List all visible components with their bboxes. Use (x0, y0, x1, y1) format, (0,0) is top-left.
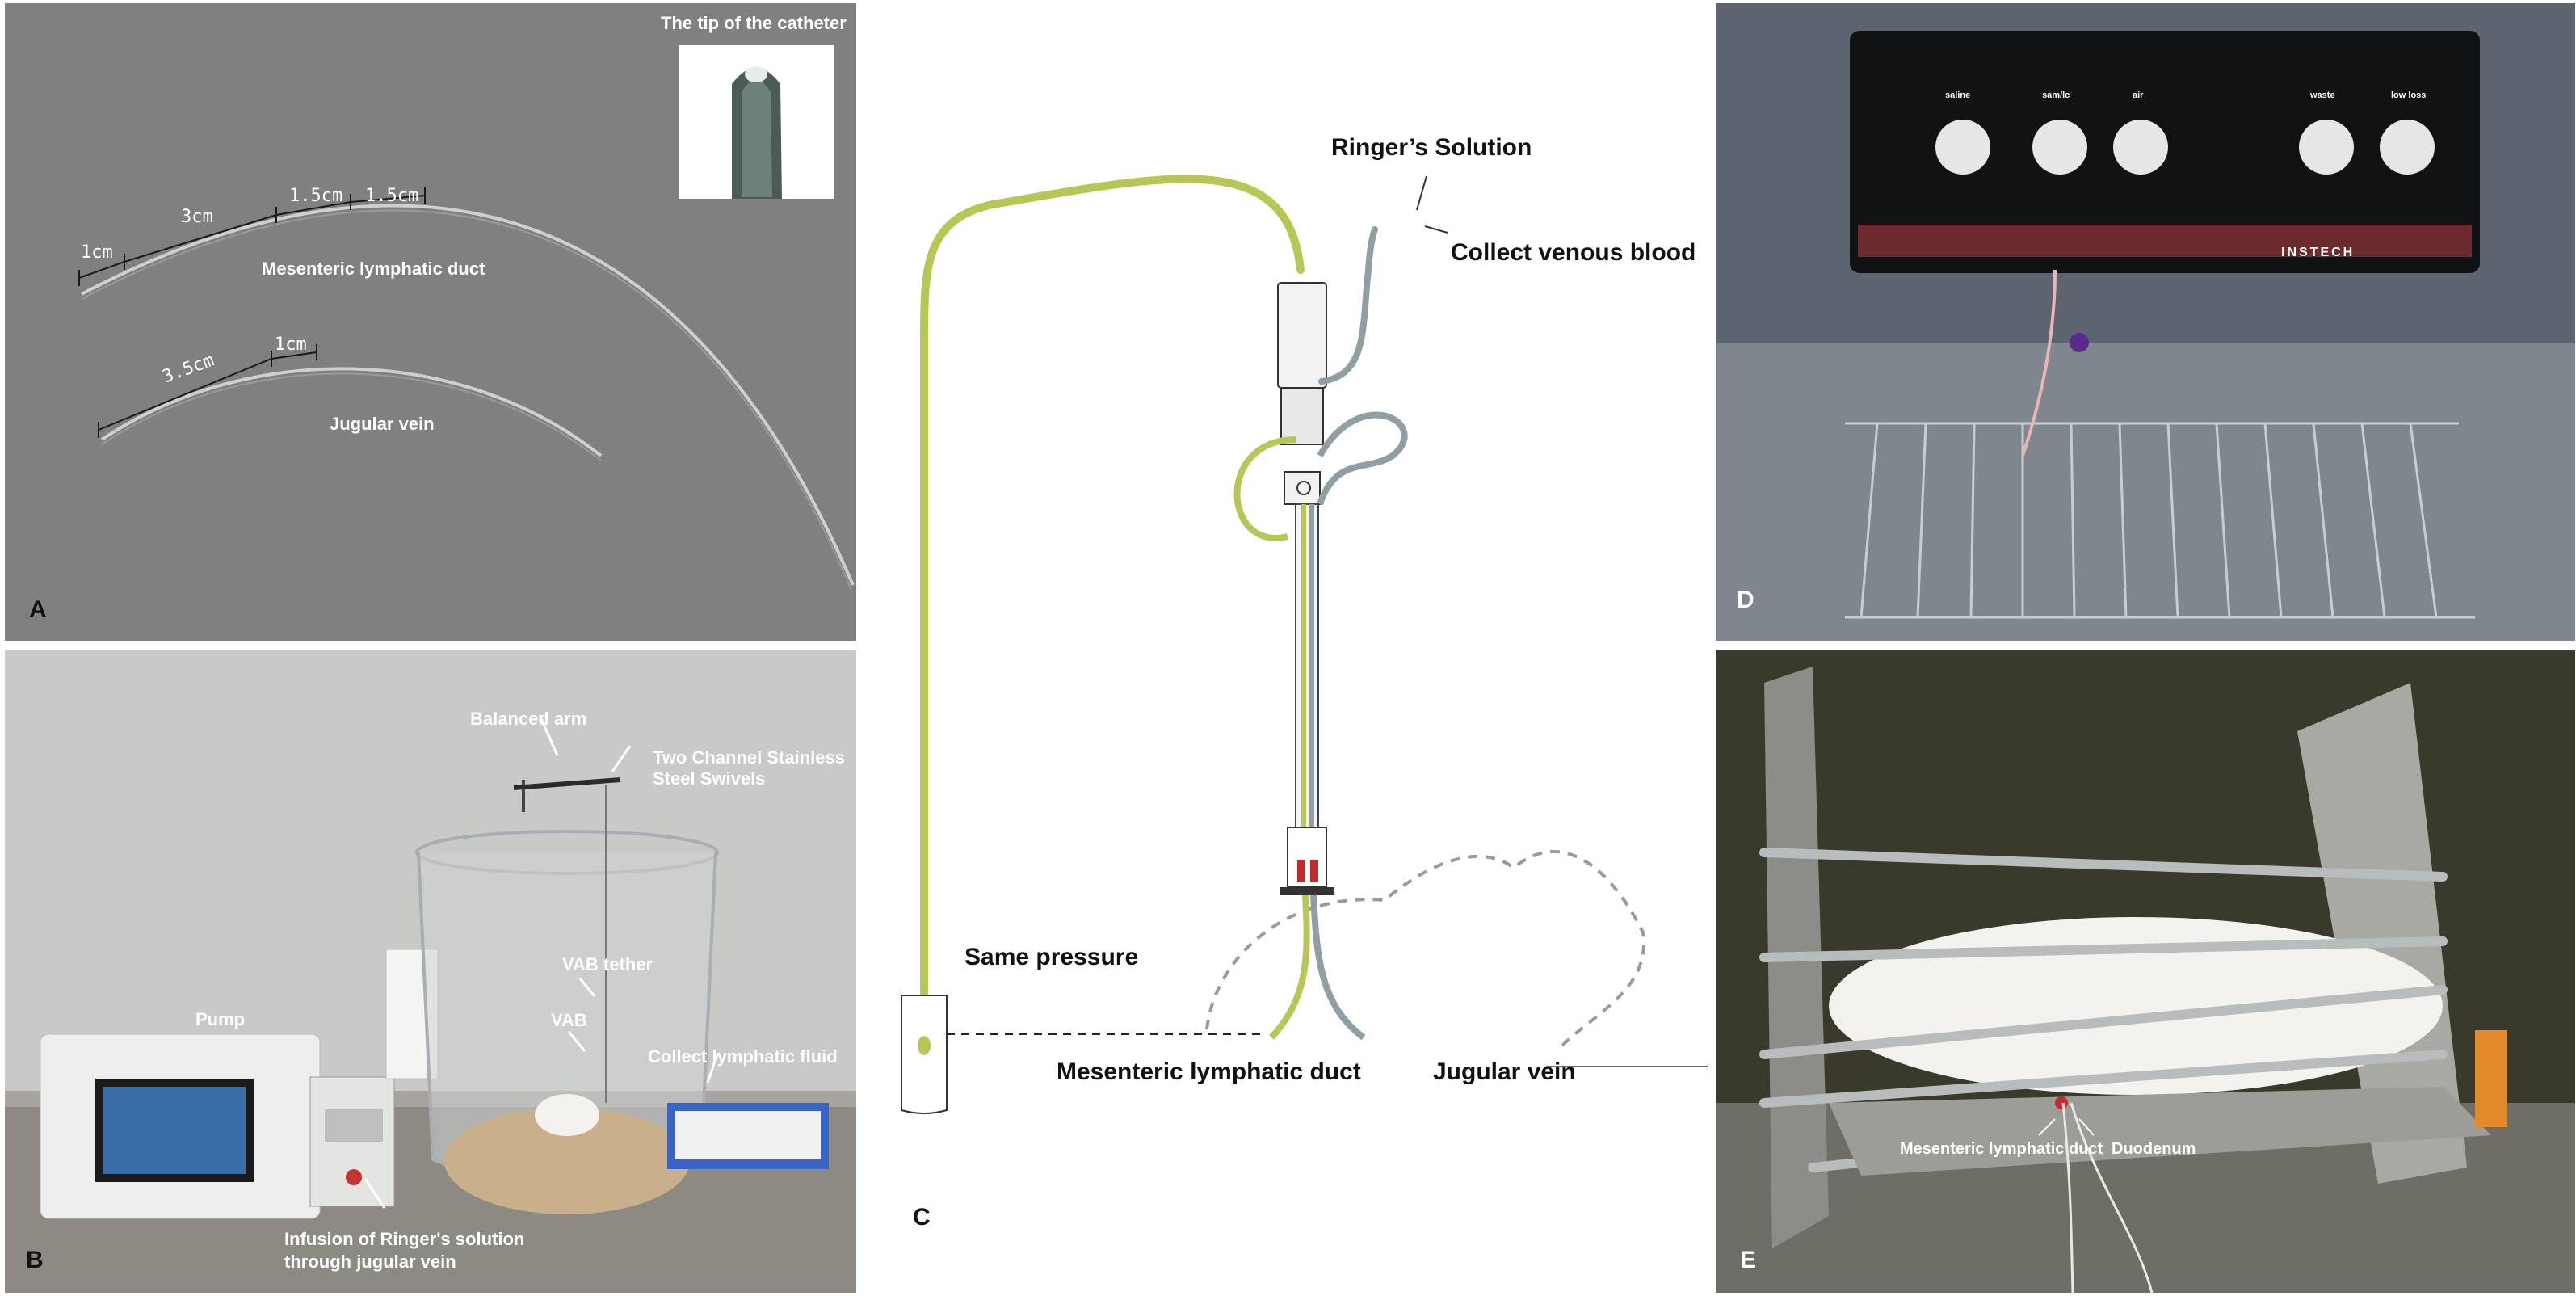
panel-c: Ringer’s Solution Collect venous blood S… (868, 3, 1708, 1293)
segment-1-5cm-label: 1.5cm (365, 186, 419, 206)
vein-catheter (100, 367, 603, 457)
pump-head (2113, 120, 2168, 175)
port-label: waste (2310, 90, 2335, 100)
swivel-body (1277, 282, 1327, 389)
swivels-label-line2: Steel Swivels (653, 768, 766, 789)
vab-tether-label: VAB tether (562, 954, 653, 974)
vab-port (1287, 827, 1327, 888)
panel-a: The tip of the catheter 1cm 3cm 1.5cm 1.… (5, 3, 856, 641)
panel-b: Balanced arm Two Channel Stainless Steel… (5, 650, 856, 1293)
rat-body (1829, 917, 2443, 1095)
panel-letter: B (26, 1247, 44, 1273)
swivels-label-line1: Two Channel Stainless (653, 747, 845, 768)
segment-1cm-label: 1cm (81, 242, 113, 263)
vab-label: VAB (551, 1010, 587, 1030)
ringers-solution-label: Ringer’s Solution (1331, 134, 1532, 161)
collect-lymph-label: Collect lymphatic fluid (648, 1046, 838, 1067)
port-label: low loss (2391, 90, 2427, 100)
inset-title: The tip of the catheter (661, 13, 847, 33)
setup-photo (5, 714, 856, 1293)
catheter-drawing (78, 45, 855, 591)
collect-venous-blood-label: Collect venous blood (1451, 239, 1696, 266)
duodenum-label: Duodenum (2112, 1140, 2196, 1158)
infusion-label-line1: Infusion of Ringer's solution (284, 1229, 525, 1249)
pump-head (2299, 120, 2354, 175)
panel-letter: E (1740, 1247, 1757, 1273)
schematic-diagram (901, 175, 1708, 1114)
mesenteric-lymphatic-duct-label: Mesenteric lymphatic duct (1900, 1140, 2103, 1158)
port-label: saline (1945, 90, 1971, 100)
panel-letter: A (29, 596, 47, 623)
panel-letter: C (913, 1204, 931, 1231)
segment-1-5cm-label: 1.5cm (289, 186, 343, 206)
port-label: sam/lc (2042, 90, 2070, 100)
mesenteric-lymphatic-duct-label: Mesenteric lymphatic duct (1057, 1058, 1361, 1085)
segment-3cm-label: 3cm (181, 207, 213, 227)
restrainer-photo (1716, 650, 2575, 1293)
same-pressure-label: Same pressure (964, 944, 1139, 970)
tether-rod (1295, 503, 1319, 828)
jugular-vein-label: Jugular vein (1433, 1058, 1576, 1085)
pump-head (2380, 120, 2435, 175)
panel-e: Mesenteric lymphatic duct Duodenum E (1716, 650, 2575, 1293)
pump-head (2032, 120, 2087, 175)
brand-label: INSTECH (2281, 246, 2355, 259)
segment-1cm-label: 1cm (275, 335, 307, 355)
balanced-arm-label: Balanced arm (470, 709, 587, 729)
rat-outline (1205, 850, 1645, 1047)
vein-catheter-label: Jugular vein (330, 414, 435, 434)
balanced-arm (513, 777, 621, 790)
pump-label: Pump (195, 1009, 246, 1029)
lymph-catheter-label: Mesenteric lymphatic duct (262, 259, 485, 279)
lymph-collection-tube (920, 175, 1305, 1017)
panel-letter: D (1737, 587, 1754, 613)
port-label: air (2133, 90, 2144, 100)
instech-photo (1716, 3, 2575, 641)
pump-head (1935, 120, 1990, 175)
venous-blood-tube (1318, 226, 1378, 385)
panel-d: INSTECH saline sam/lc air waste low loss… (1716, 3, 2575, 641)
lymph-catheter (81, 204, 855, 586)
infusion-label-line2: through jugular vein (284, 1252, 456, 1272)
